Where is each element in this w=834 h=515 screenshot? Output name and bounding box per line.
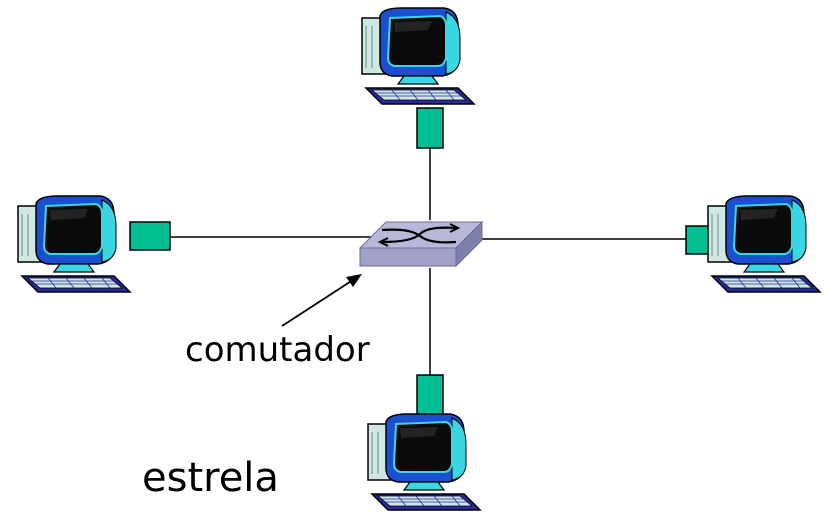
label-pointer-arrow (281, 274, 362, 327)
computer-bottom (367, 413, 481, 511)
switch-icon (358, 220, 484, 268)
nic-left (129, 221, 171, 251)
computer-top (361, 7, 475, 105)
nic-bottom (416, 374, 444, 420)
network-links (170, 148, 686, 375)
topology-label: estrela (142, 455, 279, 501)
switch-label: comutador (185, 330, 370, 370)
nic-top (416, 107, 444, 149)
computer-right (707, 195, 821, 293)
computer-left (17, 195, 131, 293)
